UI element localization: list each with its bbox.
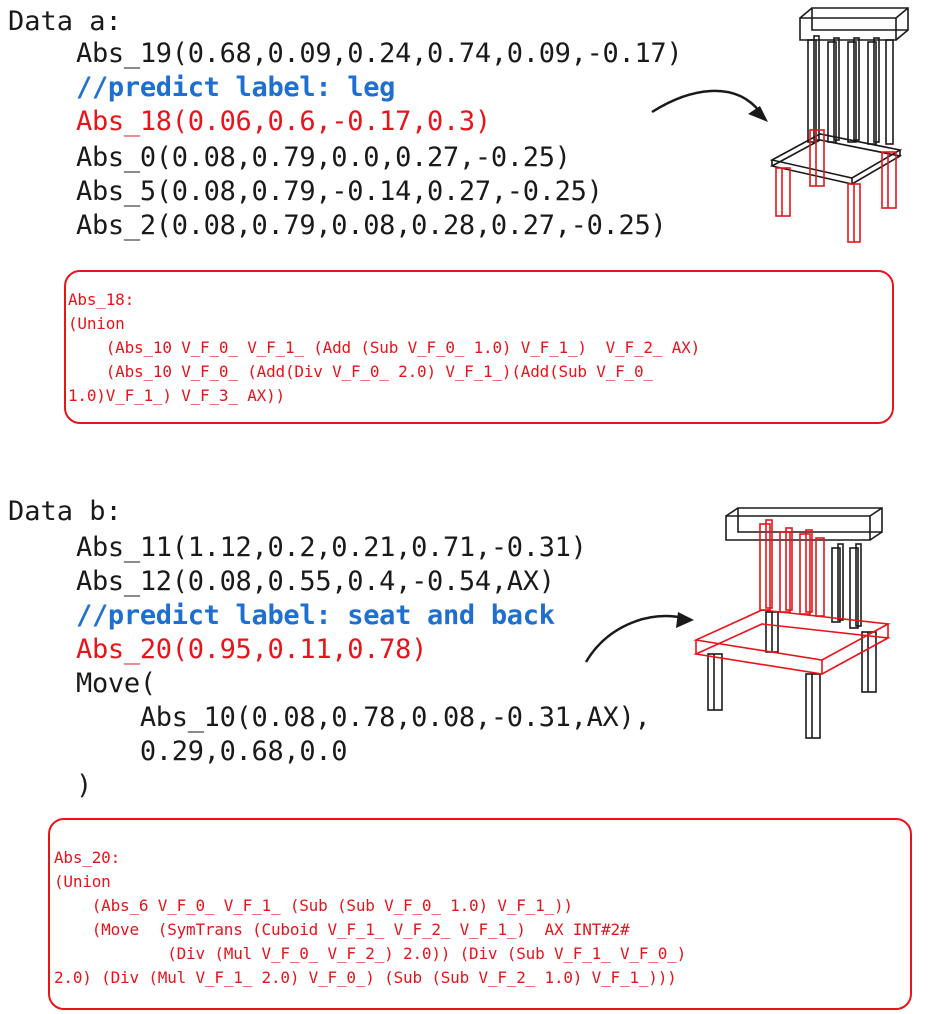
chair-a-figure <box>769 7 909 243</box>
box-b-line-5: (Div (Mul V_F_0_ V_F_2_) 2.0)) (Div (Sub… <box>54 944 686 963</box>
box-b-line-3: (Abs_6 V_F_0_ V_F_1_ (Sub (Sub V_F_0_ 1.… <box>54 896 573 915</box>
box-b-line-2: (Union <box>54 872 111 891</box>
data-a-title: Data a: <box>8 6 122 37</box>
data-b-title: Data b: <box>8 496 122 527</box>
data-b-highlight-line: Abs_20(0.95,0.11,0.78) <box>76 634 428 665</box>
box-a-line-2: (Union <box>68 314 125 333</box>
definition-box-a: Abs_18: (Union (Abs_10 V_F_0_ V_F_1_ (Ad… <box>64 270 894 424</box>
data-b-line-6: Abs_10(0.08,0.78,0.08,-0.31,AX), <box>76 702 651 733</box>
data-a-comment: //predict label: leg <box>76 72 396 103</box>
data-a-line-1: Abs_19(0.68,0.09,0.24,0.74,0.09,-0.17) <box>76 38 683 69</box>
data-b-line-8: ) <box>76 770 92 801</box>
box-a-line-5: 1.0)V_F_1_) V_F_3_ AX)) <box>68 386 285 405</box>
data-a-line-4: Abs_0(0.08,0.79,0.0,0.27,-0.25) <box>76 142 571 173</box>
data-a-highlight-line: Abs_18(0.06,0.6,-0.17,0.3) <box>76 106 491 137</box>
definition-box-b: Abs_20: (Union (Abs_6 V_F_0_ V_F_1_ (Sub… <box>48 818 912 1010</box>
data-a-line-5: Abs_5(0.08,0.79,-0.14,0.27,-0.25) <box>76 176 603 207</box>
data-a-line-6: Abs_2(0.08,0.79,0.08,0.28,0.27,-0.25) <box>76 210 667 241</box>
box-a-line-1: Abs_18: <box>68 290 135 309</box>
box-a-line-4: (Abs_10 V_F_0_ (Add(Div V_F_0_ 2.0) V_F_… <box>68 362 653 381</box>
box-b-line-1: Abs_20: <box>54 848 121 867</box>
box-b-line-6: 2.0) (Div (Mul V_F_1_ 2.0) V_F_0_) (Sub … <box>54 968 677 987</box>
data-b-line-1: Abs_11(1.12,0.2,0.21,0.71,-0.31) <box>76 532 587 563</box>
data-b-comment: //predict label: seat and back <box>76 600 555 631</box>
box-a-line-3: (Abs_10 V_F_0_ V_F_1_ (Add (Sub V_F_0_ 1… <box>68 338 700 357</box>
data-b-line-5: Move( <box>76 668 156 699</box>
box-b-line-4: (Move (SymTrans (Cuboid V_F_1_ V_F_2_ V_… <box>54 920 630 939</box>
data-b-line-2: Abs_12(0.08,0.55,0.4,-0.54,AX) <box>76 566 555 597</box>
chair-b-figure <box>693 507 891 739</box>
data-b-line-7: 0.29,0.68,0.0 <box>76 736 348 767</box>
